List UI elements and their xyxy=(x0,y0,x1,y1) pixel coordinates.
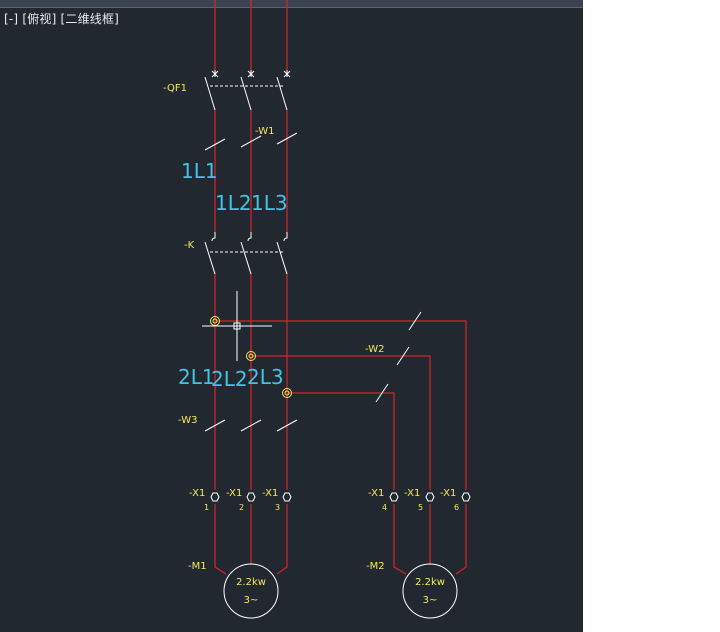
wire-branch-4 xyxy=(287,392,395,490)
viewport-top-edge xyxy=(0,0,583,8)
view-orientation-button[interactable]: [俯视] xyxy=(22,12,57,26)
motor-m2-circle xyxy=(402,563,458,619)
junction-2 xyxy=(246,351,256,361)
terminal-5-pin: 5 xyxy=(418,503,423,512)
terminal-x1-2[interactable]: -X1 2 xyxy=(226,488,256,512)
wire-m2-u xyxy=(393,504,407,575)
line-label-2l2: 2L2 xyxy=(211,367,248,391)
cable-w1-ticks[interactable] xyxy=(204,132,298,151)
terminal-6-pin: 6 xyxy=(454,503,459,512)
cad-viewport[interactable]: -QF1 -W1 1L1 1L2 1L3 -K xyxy=(0,0,583,632)
terminal-x1-4[interactable]: -X1 4 xyxy=(368,488,399,512)
terminal-6-symbol xyxy=(461,492,471,502)
junction-3-inner xyxy=(284,390,290,396)
terminal-x1-6[interactable]: -X1 6 xyxy=(440,488,471,512)
motor-m2-rating: 2.2kw xyxy=(415,577,445,588)
terminal-1-pin: 1 xyxy=(204,503,209,512)
junction-markers[interactable] xyxy=(210,316,292,398)
terminal-4-pin: 4 xyxy=(382,503,387,512)
junction-3 xyxy=(282,388,292,398)
cable-w3-ticks[interactable] xyxy=(204,419,298,432)
motor-m2-tag[interactable]: -M2 xyxy=(366,561,385,572)
terminal-3-symbol xyxy=(282,492,292,502)
contactor-k-symbol[interactable] xyxy=(204,232,288,275)
terminal-5-tag: -X1 xyxy=(404,488,420,499)
terminal-4-symbol xyxy=(389,492,399,502)
cable-w2-ticks[interactable] xyxy=(375,311,422,403)
line-label-1l3: 1L3 xyxy=(251,191,288,215)
wire-branch-5 xyxy=(251,355,431,490)
terminal-x1-3[interactable]: -X1 3 xyxy=(262,488,292,512)
terminal-x1-1[interactable]: -X1 1 xyxy=(189,488,220,512)
viewport-menu-button[interactable]: [-] xyxy=(4,12,19,26)
schematic-drawing[interactable]: -QF1 -W1 1L1 1L2 1L3 -K xyxy=(0,0,583,632)
cable-w3-tag[interactable]: -W3 xyxy=(178,415,197,426)
motor-m1-phase: 3~ xyxy=(244,595,259,606)
terminal-2-tag: -X1 xyxy=(226,488,242,499)
line-label-2l3: 2L3 xyxy=(247,365,284,389)
contactor-k-tag[interactable]: -K xyxy=(184,240,195,251)
wire-m1-w xyxy=(276,504,288,575)
motor-m1-circle xyxy=(223,563,279,619)
line-label-1l1: 1L1 xyxy=(181,159,218,183)
terminal-5-symbol xyxy=(425,492,435,502)
motor-m2-phase: 3~ xyxy=(423,595,438,606)
terminal-x1-5[interactable]: -X1 5 xyxy=(404,488,435,512)
breaker-qf1-tag[interactable]: -QF1 xyxy=(163,83,187,94)
terminal-2-pin: 2 xyxy=(239,503,244,512)
terminal-6-tag: -X1 xyxy=(440,488,456,499)
wire-m2-w xyxy=(455,504,467,575)
wire-m1-u xyxy=(214,504,227,575)
breaker-qf1-symbol[interactable] xyxy=(204,70,291,111)
motor-m1[interactable]: 2.2kw 3~ xyxy=(223,563,279,619)
terminal-2-symbol xyxy=(246,492,256,502)
terminal-1-symbol xyxy=(210,492,220,502)
visual-style-button[interactable]: [二维线框] xyxy=(60,12,120,26)
viewport-controls-label: [-] [俯视] [二维线框] xyxy=(4,10,119,27)
crosshair-cursor xyxy=(202,291,272,361)
terminal-3-pin: 3 xyxy=(275,503,280,512)
line-label-2l1: 2L1 xyxy=(178,365,215,389)
motor-m1-tag[interactable]: -M1 xyxy=(188,561,207,572)
junction-1-inner xyxy=(212,318,218,324)
terminal-1-tag: -X1 xyxy=(189,488,205,499)
motor-m1-rating: 2.2kw xyxy=(236,577,266,588)
line-label-1l2: 1L2 xyxy=(215,191,252,215)
wires[interactable] xyxy=(214,0,467,575)
terminal-3-tag: -X1 xyxy=(262,488,278,499)
junction-2-inner xyxy=(248,353,254,359)
terminal-4-tag: -X1 xyxy=(368,488,384,499)
wire-branch-6 xyxy=(215,320,467,490)
cable-w1-tag[interactable]: -W1 xyxy=(255,126,274,137)
cable-w2-tag[interactable]: -W2 xyxy=(365,344,384,355)
motor-m2[interactable]: 2.2kw 3~ xyxy=(402,563,458,619)
